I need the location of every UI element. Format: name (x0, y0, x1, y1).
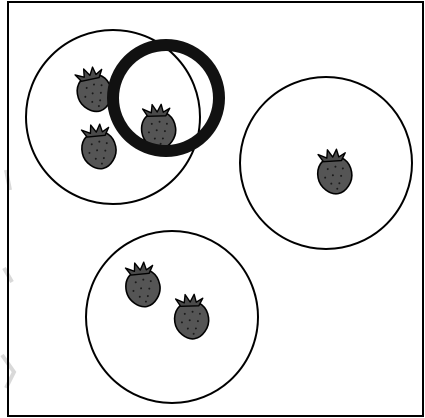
plate-bottom[interactable] (86, 231, 258, 403)
